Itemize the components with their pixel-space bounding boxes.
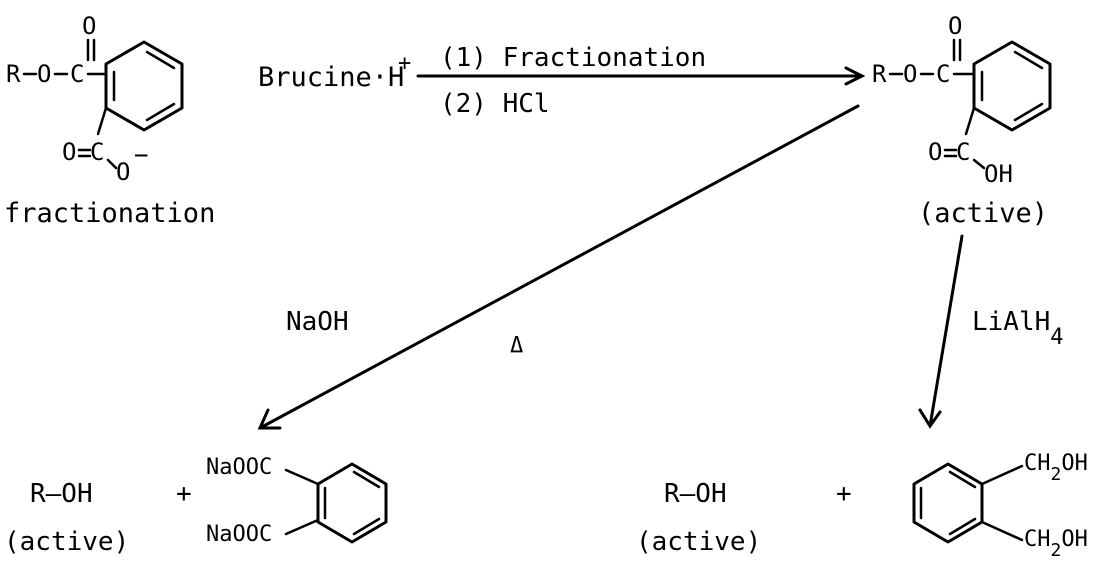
salt-benzene-ring [316,462,388,544]
product-r-group: R [872,60,887,88]
diol-top-group: CH2OH [1024,451,1088,485]
reactant-ring-double-2 [145,102,176,122]
reactant-carbon: C [70,60,84,88]
left-arrow-head [257,408,282,430]
diol-benzene-ring [912,462,984,544]
salt-bond-top [284,468,320,486]
reactant-carboxylate-oxygen: O [116,158,130,186]
reactant-carboxylate-carbon: C [90,138,104,166]
reactant-ester-oxygen: O [37,60,51,88]
reactant-negative-charge: − [134,141,148,169]
top-reaction-arrow [416,66,866,86]
reactant-carbonyl-oxygen: O [82,12,96,40]
product-hydroxyl: OH [984,160,1013,188]
right-branch-reagent: LiAlH4 [972,307,1064,350]
salt-bond-bottom [284,518,320,536]
product-bond-c-oh [972,158,986,170]
salt-bottom-group: NaOOC [206,522,272,547]
product-ester-oxygen: O [903,60,917,88]
right-alcohol: R–OH [664,479,727,509]
product-caption: (active) [918,198,1048,229]
reactant-structure: R O O C O C O − [6,12,184,186]
diol-ring-double-2 [948,517,977,536]
left-branch-reagent: NaOH [286,307,349,337]
counterion-charge: + [398,51,411,76]
reactant-caption: fractionation [4,198,215,229]
salt-top-group: NaOOC [206,455,272,480]
right-arrow-head [918,408,942,429]
diol-structure: CH2OH CH2OH [912,451,1088,561]
left-branch-heat-symbol: Δ [510,333,523,358]
reactant-r-group: R [6,60,21,88]
salt-ring-double-1 [352,470,381,489]
product-carbon: C [936,60,950,88]
reactant-bond-c-o-minus [106,158,118,170]
product-acid-oxygen-double: O [928,138,942,166]
left-plus-sign: + [176,479,192,509]
top-arrow-head [844,66,866,86]
right-alcohol-caption: (active) [636,527,761,557]
product-acid-carbon: C [956,138,970,166]
product-ring-double-1 [1013,50,1044,70]
left-arrow-shaft [258,104,860,430]
top-arrow-step-2: (2) HCl [440,89,550,119]
left-branch-arrow [257,104,860,430]
sodium-phthalate-structure: NaOOC NaOOC [206,455,388,547]
reactant-benzene-ring [104,40,184,132]
right-branch-arrow [918,234,964,429]
diol-bond-top [980,464,1024,486]
reactant-carboxylate-oxygen-double: O [62,138,76,166]
top-arrow-step-1: (1) Fractionation [440,43,706,73]
reactant-bond-ring-carboxylate [96,106,108,136]
right-plus-sign: + [836,479,852,509]
counterion-label: Brucine·H [258,62,404,93]
diol-bottom-group: CH2OH [1024,527,1088,561]
product-bond-ring-acid [964,106,976,136]
left-alcohol: R–OH [30,479,93,509]
reactant-ring-double-1 [145,50,176,70]
diol-ring-double-3 [948,470,977,489]
product-acid-structure: R O O C O C OH [872,12,1052,188]
left-alcohol-caption: (active) [4,527,129,557]
salt-ring-double-2 [352,517,381,536]
right-arrow-shaft [928,234,964,428]
product-benzene-ring [972,40,1052,132]
product-ring-double-2 [1013,102,1044,122]
diol-bond-bottom [980,520,1024,542]
product-carbonyl-oxygen: O [948,12,962,40]
